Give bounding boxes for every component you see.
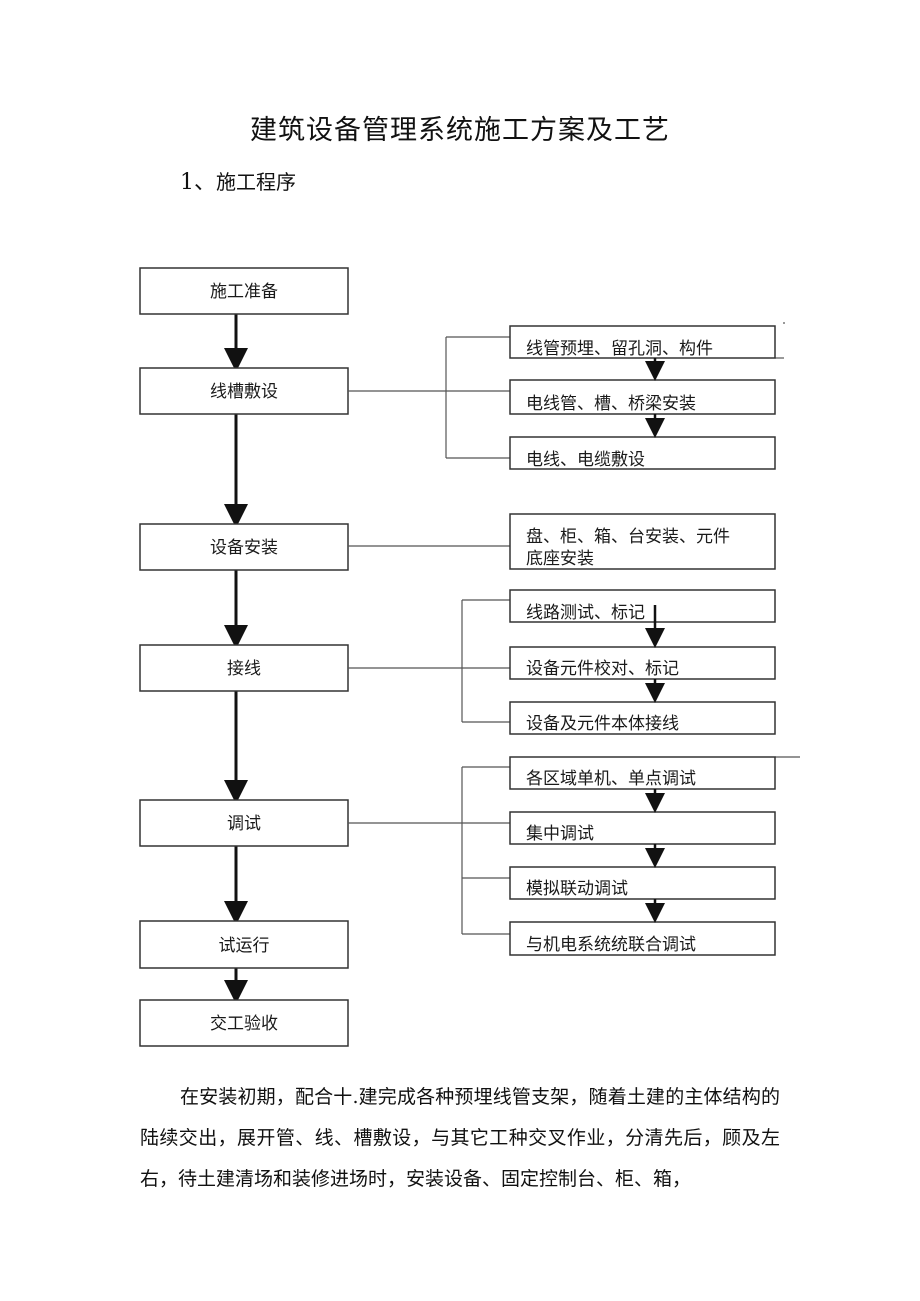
step-box-5 <box>139 799 349 847</box>
step-label: 接线 <box>227 659 261 679</box>
sub-step-label: 盘、柜、箱、台安装、元件 <box>526 527 730 547</box>
sub-box-4-2 <box>509 811 776 845</box>
sub-box-1-2 <box>509 379 776 415</box>
sub-step-label: 线路测试、标记 <box>526 603 645 623</box>
step-label: 线槽敷设 <box>210 382 278 402</box>
step-label: 试运行 <box>219 936 270 956</box>
section-heading: 1、施工程序 <box>180 164 296 196</box>
sub-step-label: 设备及元件本体接线 <box>526 714 679 734</box>
sub-box-2-1 <box>509 513 776 570</box>
body-paragraph: 在安装初期，配合十.建完成各种预埋线管支架，随着土建的主体结构的陆续交出，展开管… <box>140 1086 780 1190</box>
step-box-3 <box>139 523 349 571</box>
section-number: 1、 <box>180 170 216 195</box>
sub-box-1-1 <box>509 325 776 359</box>
sub-box-1-3 <box>509 436 776 470</box>
section-label: 施工程序 <box>216 170 296 194</box>
sub-steps <box>509 325 776 956</box>
step-label: 调试 <box>227 814 261 834</box>
sub-step-label: 底座安装 <box>526 549 594 569</box>
main-step-labels: 施工准备 线槽敷设 设备安装 接线 调试 试运行 交工验收 <box>210 282 278 1034</box>
step-box-6 <box>139 920 349 969</box>
document-title: 建筑设备管理系统施工方案及工艺 <box>250 115 670 146</box>
step-label: 施工准备 <box>210 282 278 302</box>
step-label: 设备安装 <box>210 538 278 558</box>
sub-box-3-2 <box>509 646 776 680</box>
sub-step-label: 电线管、槽、桥梁安装 <box>526 394 696 414</box>
sub-step-label: 与机电系统统联合调试 <box>526 935 696 955</box>
group-connectors <box>348 322 800 935</box>
step-box-4 <box>139 644 349 692</box>
sub-step-label: 模拟联动调试 <box>526 879 628 899</box>
sub-step-label: 设备元件校对、标记 <box>526 659 679 679</box>
sub-step-labels: 线管预埋、留孔洞、构件 电线管、槽、桥梁安装 电线、电缆敷设 盘、柜、箱、台安装… <box>526 339 730 955</box>
sub-box-3-1 <box>509 589 776 623</box>
sub-box-4-1 <box>509 756 776 790</box>
step-box-7 <box>139 999 349 1047</box>
sub-box-4-3 <box>509 866 776 900</box>
construction-flowchart: 施工准备 线槽敷设 设备安装 接线 调试 试运行 交工验收 <box>139 267 800 1047</box>
step-label: 交工验收 <box>210 1014 278 1034</box>
sub-box-4-4 <box>509 921 776 956</box>
sub-step-label: 各区域单机、单点调试 <box>526 769 696 789</box>
sub-step-label: 线管预埋、留孔洞、构件 <box>526 339 713 359</box>
sub-box-3-3 <box>509 701 776 735</box>
sub-step-label: 电线、电缆敷设 <box>526 450 645 470</box>
step-box-1 <box>139 267 349 315</box>
sub-step-label: 集中调试 <box>526 824 594 844</box>
